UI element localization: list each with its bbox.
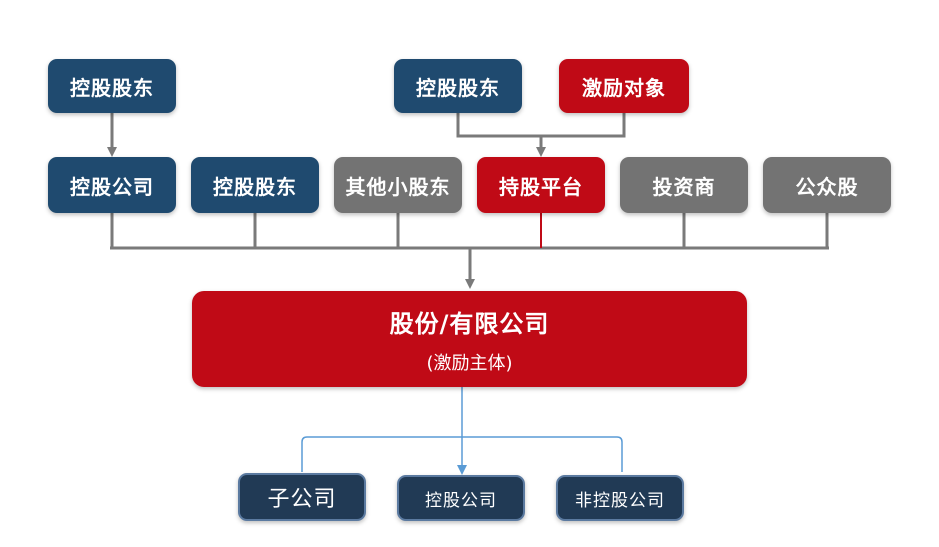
holding-platform-label: 持股平台	[499, 174, 583, 199]
non-controlled-company-box: 非控股公司	[556, 475, 684, 521]
investor-box: 投资商	[620, 157, 748, 213]
minor-shareholders-label: 其他小股东	[345, 174, 451, 199]
controlling-shareholder-box: 控股股东	[191, 157, 319, 213]
top-controlling-shareholder-center-label: 控股股东	[416, 75, 500, 100]
minor-shareholders-box: 其他小股东	[334, 157, 462, 213]
top-controlling-shareholder-center: 控股股东	[394, 59, 522, 113]
controlled-company-box: 控股公司	[397, 475, 525, 521]
incentive-target-box: 激励对象	[559, 59, 689, 113]
top-controlling-shareholder-left-label: 控股股东	[70, 75, 154, 100]
incentive-target-label: 激励对象	[582, 75, 666, 100]
subsidiary-box: 子公司	[238, 473, 366, 521]
line-top-merge	[456, 113, 626, 138]
holding-company-box: 控股公司	[48, 157, 176, 213]
holding-company-label: 控股公司	[70, 174, 154, 199]
controlling-shareholder-label: 控股股东	[213, 174, 297, 199]
holding-platform-box: 持股平台	[477, 157, 605, 213]
top-controlling-shareholder-left: 控股股东	[48, 59, 176, 113]
line-subsidiary-branch	[301, 436, 623, 472]
main-entity-box: 股份/有限公司 (激励主体)	[192, 291, 747, 387]
non-controlled-company-label: 非控股公司	[575, 490, 665, 511]
public-shares-label: 公众股	[795, 174, 859, 199]
main-entity-title: 股份/有限公司	[389, 309, 550, 338]
main-entity-subtitle: (激励主体)	[426, 352, 513, 374]
investor-label: 投资商	[652, 174, 716, 199]
public-shares-box: 公众股	[763, 157, 891, 213]
subsidiary-label: 子公司	[267, 487, 337, 512]
controlled-company-label: 控股公司	[425, 490, 497, 511]
